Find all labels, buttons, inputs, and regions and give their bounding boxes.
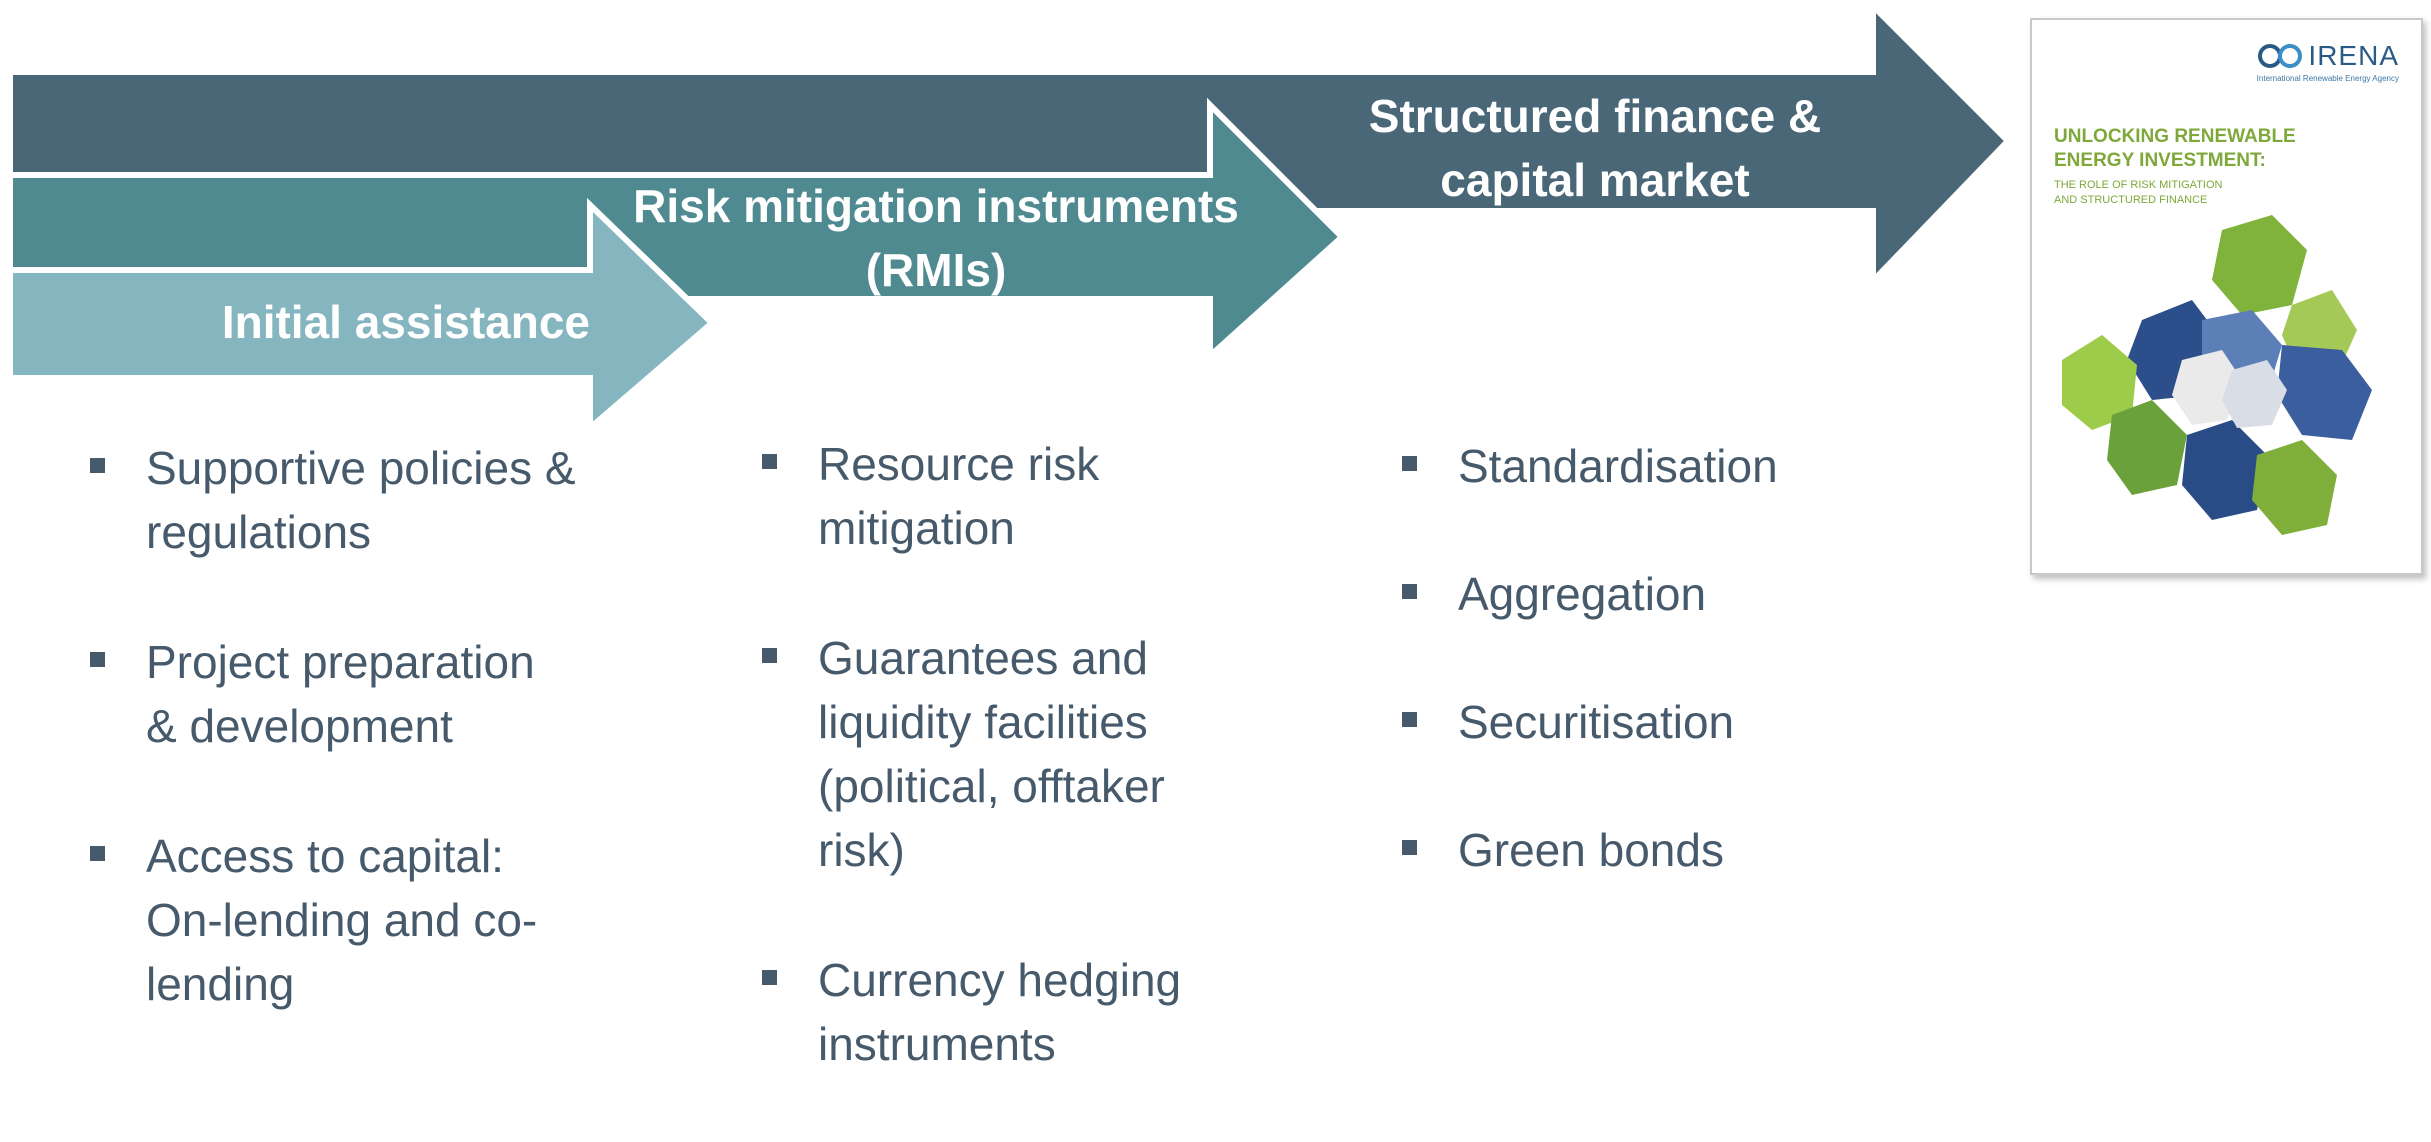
arrow-label-line: (RMIs) (865, 244, 1007, 296)
cover-hexagon-illustration (2062, 215, 2372, 535)
column-risk-mitigation: Resource risk mitigation Guarantees and … (762, 432, 1322, 1142)
list-item-text: Green bonds (1458, 818, 1962, 882)
irena-logo-subtext: International Renewable Energy Agency (2256, 74, 2399, 83)
text-line: instruments (818, 1018, 1056, 1070)
text-line: Supportive policies & (146, 442, 576, 494)
bullet-icon (1402, 712, 1417, 727)
arrow-label-structured-finance: Structured finance & capital market (1295, 84, 1895, 212)
list-item: Guarantees and liquidity facilities (pol… (762, 626, 1322, 882)
text-line: Green bonds (1458, 824, 1724, 876)
hex-tile (2252, 440, 2337, 535)
text-line: Guarantees and (818, 632, 1148, 684)
column-initial-assistance: Supportive policies & regulations Projec… (90, 436, 690, 1082)
cover-title: UNLOCKING RENEWABLE ENERGY INVESTMENT: (2054, 125, 2394, 173)
text-line: liquidity facilities (818, 696, 1148, 748)
hex-tile (2277, 345, 2372, 440)
list-item-text: Standardisation (1458, 434, 1962, 498)
text-line: Currency hedging (818, 954, 1182, 1006)
text-line: lending (146, 958, 295, 1010)
text-line: Access to capital: (146, 830, 504, 882)
list-item: Supportive policies & regulations (90, 436, 690, 564)
list-item: Access to capital: On-lending and co- le… (90, 824, 690, 1016)
arrow-initial-assistance (7, 197, 717, 435)
text-line: regulations (146, 506, 372, 558)
list-item-text: Project preparation & development (146, 630, 690, 758)
irena-logo: IRENA (2258, 40, 2399, 72)
bullet-icon (1402, 840, 1417, 855)
cover-subtitle: THE ROLE OF RISK MITIGATION AND STRUCTUR… (2054, 178, 2394, 208)
list-item-text: Aggregation (1458, 562, 1962, 626)
bullet-icon (90, 652, 105, 667)
bullet-icon (90, 846, 105, 861)
column-structured-finance: Standardisation Aggregation Securitisati… (1402, 434, 1962, 946)
cover-title-line: ENERGY INVESTMENT: (2054, 150, 2266, 171)
text-line: Securitisation (1458, 696, 1735, 748)
list-item-text: Guarantees and liquidity facilities (pol… (818, 626, 1322, 882)
bullet-icon (762, 970, 777, 985)
text-line: On-lending and co- (146, 894, 538, 946)
irena-logo-icon (2258, 44, 2303, 68)
list-item: Aggregation (1402, 562, 1962, 626)
list-item: Securitisation (1402, 690, 1962, 754)
arrow-label-risk-mitigation: Risk mitigation instruments (RMIs) (600, 174, 1272, 302)
text-line: Resource risk (818, 438, 1100, 490)
list-item-text: Access to capital: On-lending and co- le… (146, 824, 690, 1016)
arrow-label-line: capital market (1440, 154, 1750, 206)
bullet-icon (90, 458, 105, 473)
list-item-text: Resource risk mitigation (818, 432, 1322, 560)
arrow-label-line: Structured finance & (1368, 90, 1822, 142)
bullet-icon (762, 454, 777, 469)
cover-title-line: UNLOCKING RENEWABLE (2054, 126, 2296, 147)
text-line: Aggregation (1458, 568, 1707, 620)
arrow-label-line: Risk mitigation instruments (633, 180, 1239, 232)
hex-tile (2212, 215, 2307, 315)
bullet-icon (1402, 456, 1417, 471)
text-line: Standardisation (1458, 440, 1778, 492)
bullet-icon (762, 648, 777, 663)
irena-logo-text: IRENA (2308, 40, 2399, 71)
arrow-label-line: Initial assistance (221, 296, 590, 348)
list-item: Resource risk mitigation (762, 432, 1322, 560)
list-item: Project preparation & development (90, 630, 690, 758)
list-item: Green bonds (1402, 818, 1962, 882)
text-line: mitigation (818, 502, 1015, 554)
list-item: Standardisation (1402, 434, 1962, 498)
arrow-label-initial-assistance: Initial assistance (210, 290, 590, 354)
cover-subtitle-line: THE ROLE OF RISK MITIGATION (2054, 179, 2223, 191)
cover-subtitle-line: AND STRUCTURED FINANCE (2054, 194, 2208, 206)
list-item-text: Currency hedging instruments (818, 948, 1322, 1076)
text-line: Project preparation (146, 636, 535, 688)
text-line: (political, offtaker (818, 760, 1165, 812)
list-item-text: Securitisation (1458, 690, 1962, 754)
list-item-text: Supportive policies & regulations (146, 436, 690, 564)
bullet-icon (1402, 584, 1417, 599)
text-line: & development (146, 700, 453, 752)
hex-tile (2172, 350, 2242, 425)
text-line: risk) (818, 824, 905, 876)
hex-tile (2182, 420, 2267, 520)
hex-tile (2222, 360, 2287, 428)
hex-tile (2062, 335, 2137, 430)
hex-tile (2107, 400, 2187, 495)
report-cover: IRENA International Renewable Energy Age… (2030, 18, 2423, 575)
arrow-diagram (7, 6, 2008, 435)
list-item: Currency hedging instruments (762, 948, 1322, 1076)
